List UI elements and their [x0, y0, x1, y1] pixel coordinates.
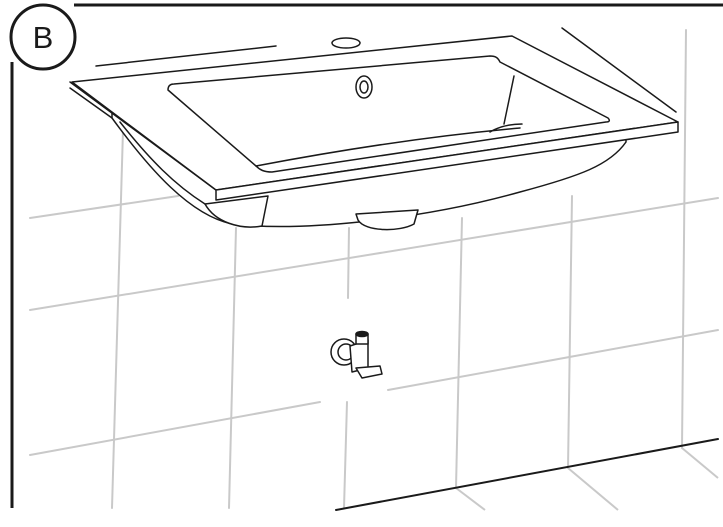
floor-grout-line: [567, 467, 619, 511]
valve-outlet-top: [355, 330, 369, 338]
step-frame: [10, 3, 723, 508]
basin-back-rail: [95, 45, 277, 67]
step-badge-circle: [9, 3, 77, 71]
basin-back-rail: [561, 27, 677, 113]
grout-line: [29, 197, 719, 311]
floor-line: [335, 438, 719, 511]
overflow-hole-inner: [359, 80, 369, 94]
basin-front-lip: [204, 195, 269, 228]
drain-housing: [355, 209, 419, 231]
basin-countertop-front: [215, 121, 679, 201]
grout-line: [228, 227, 237, 509]
basin-inner-depth: [503, 75, 515, 125]
basin-bowl-edge: [119, 121, 206, 205]
step-label: B: [33, 20, 54, 55]
grout-line: [111, 129, 124, 509]
floor-tiles: [455, 447, 719, 511]
floor-grout-line: [681, 447, 719, 479]
grout-line: [343, 401, 348, 509]
basin-side-edge: [69, 87, 113, 119]
grout-line: [455, 217, 463, 489]
grout-line: [29, 401, 321, 456]
floor-grout-line: [455, 487, 486, 511]
washbasin: [69, 27, 679, 231]
basin-inner-depth: [255, 127, 521, 167]
grout-line: [347, 227, 350, 299]
valve-handle: [355, 365, 383, 379]
grout-line: [29, 195, 179, 219]
basin-inner-bowl: [167, 55, 611, 173]
grout-line: [681, 29, 687, 449]
angle-valve: [330, 330, 383, 379]
tiled-wall: [29, 29, 719, 509]
grout-line: [567, 195, 573, 469]
tap-hole: [331, 37, 361, 49]
basin-inner-depth: [489, 123, 523, 133]
step-badge: B: [9, 3, 77, 71]
grout-line: [387, 329, 719, 391]
